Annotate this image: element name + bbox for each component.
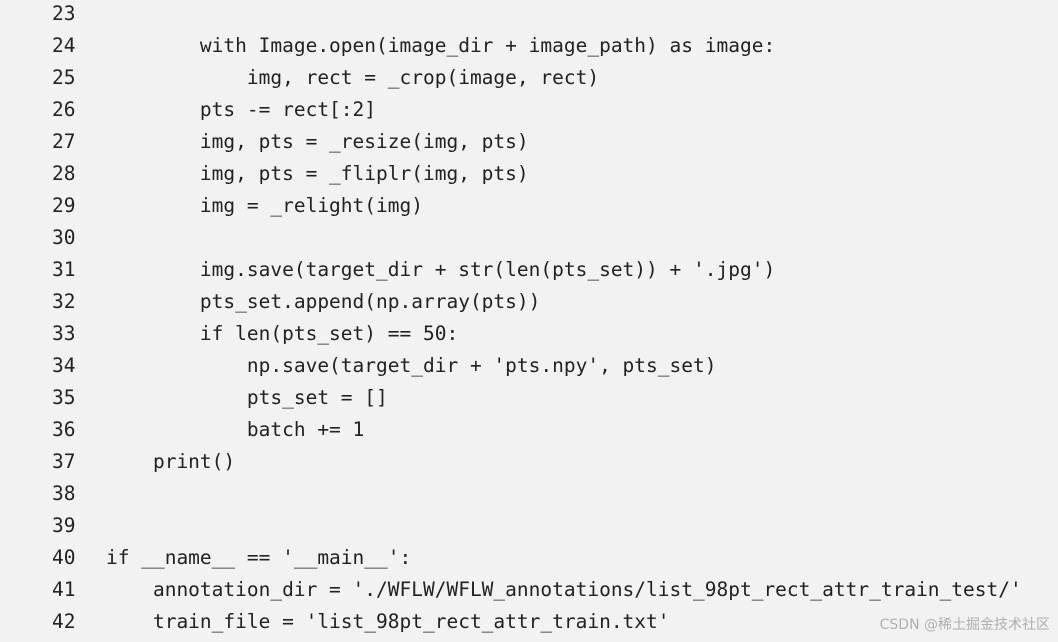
line-number: 35 — [52, 386, 76, 409]
line-number: 28 — [52, 162, 76, 185]
code-line: 36 batch += 1 — [0, 414, 1058, 446]
line-number: 38 — [52, 482, 76, 505]
code-line: 39 — [0, 510, 1058, 542]
line-number: 33 — [52, 322, 76, 345]
line-number: 30 — [52, 226, 76, 249]
line-number: 25 — [52, 66, 76, 89]
watermark: CSDN @稀土掘金技术社区 — [879, 617, 1050, 633]
code-text: batch += 1 — [106, 418, 365, 441]
line-number: 34 — [52, 354, 76, 377]
code-line: 42 train_file = 'list_98pt_rect_attr_tra… — [0, 606, 1058, 638]
code-text: train_file = 'list_98pt_rect_attr_train.… — [106, 610, 670, 633]
code-text: pts_set.append(np.array(pts)) — [106, 290, 541, 313]
line-number: 36 — [52, 418, 76, 441]
code-line: 26 pts -= rect[:2] — [0, 94, 1058, 126]
code-text: pts_set = [] — [106, 386, 388, 409]
code-text: print() — [106, 450, 236, 473]
code-text: annotation_dir = './WFLW/WFLW_annotation… — [106, 578, 1022, 601]
line-number: 41 — [52, 578, 76, 601]
code-line: 31 img.save(target_dir + str(len(pts_set… — [0, 254, 1058, 286]
line-number: 27 — [52, 130, 76, 153]
code-line: 41 annotation_dir = './WFLW/WFLW_annotat… — [0, 574, 1058, 606]
code-line: 28 img, pts = _fliplr(img, pts) — [0, 158, 1058, 190]
code-line: 33 if len(pts_set) == 50: — [0, 318, 1058, 350]
code-text: img, pts = _resize(img, pts) — [106, 130, 529, 153]
line-number: 37 — [52, 450, 76, 473]
code-line: 30 — [0, 222, 1058, 254]
code-text: img, pts = _fliplr(img, pts) — [106, 162, 529, 185]
line-number: 40 — [52, 546, 76, 569]
line-number: 32 — [52, 290, 76, 313]
code-text: np.save(target_dir + 'pts.npy', pts_set) — [106, 354, 717, 377]
code-line: 32 pts_set.append(np.array(pts)) — [0, 286, 1058, 318]
code-text: if __name__ == '__main__': — [106, 546, 412, 569]
code-line: 40 if __name__ == '__main__': — [0, 542, 1058, 574]
line-number: 29 — [52, 194, 76, 217]
line-number: 24 — [52, 34, 76, 57]
code-line: 34 np.save(target_dir + 'pts.npy', pts_s… — [0, 350, 1058, 382]
code-line: 35 pts_set = [] — [0, 382, 1058, 414]
line-number: 39 — [52, 514, 76, 537]
code-text: with Image.open(image_dir + image_path) … — [106, 34, 776, 57]
line-number: 23 — [52, 2, 76, 25]
code-line: 38 — [0, 478, 1058, 510]
code-text: pts -= rect[:2] — [106, 98, 377, 121]
code-line: 27 img, pts = _resize(img, pts) — [0, 126, 1058, 158]
line-number: 31 — [52, 258, 76, 281]
code-line: 24 with Image.open(image_dir + image_pat… — [0, 30, 1058, 62]
code-text: img, rect = _crop(image, rect) — [106, 66, 600, 89]
code-text: img.save(target_dir + str(len(pts_set)) … — [106, 258, 776, 281]
line-number: 26 — [52, 98, 76, 121]
code-line: 23 — [0, 0, 1058, 30]
code-line: 29 img = _relight(img) — [0, 190, 1058, 222]
code-text: if len(pts_set) == 50: — [106, 322, 459, 345]
code-text: img = _relight(img) — [106, 194, 423, 217]
line-number: 42 — [52, 610, 76, 633]
code-line: 37 print() — [0, 446, 1058, 478]
code-line: 25 img, rect = _crop(image, rect) — [0, 62, 1058, 94]
